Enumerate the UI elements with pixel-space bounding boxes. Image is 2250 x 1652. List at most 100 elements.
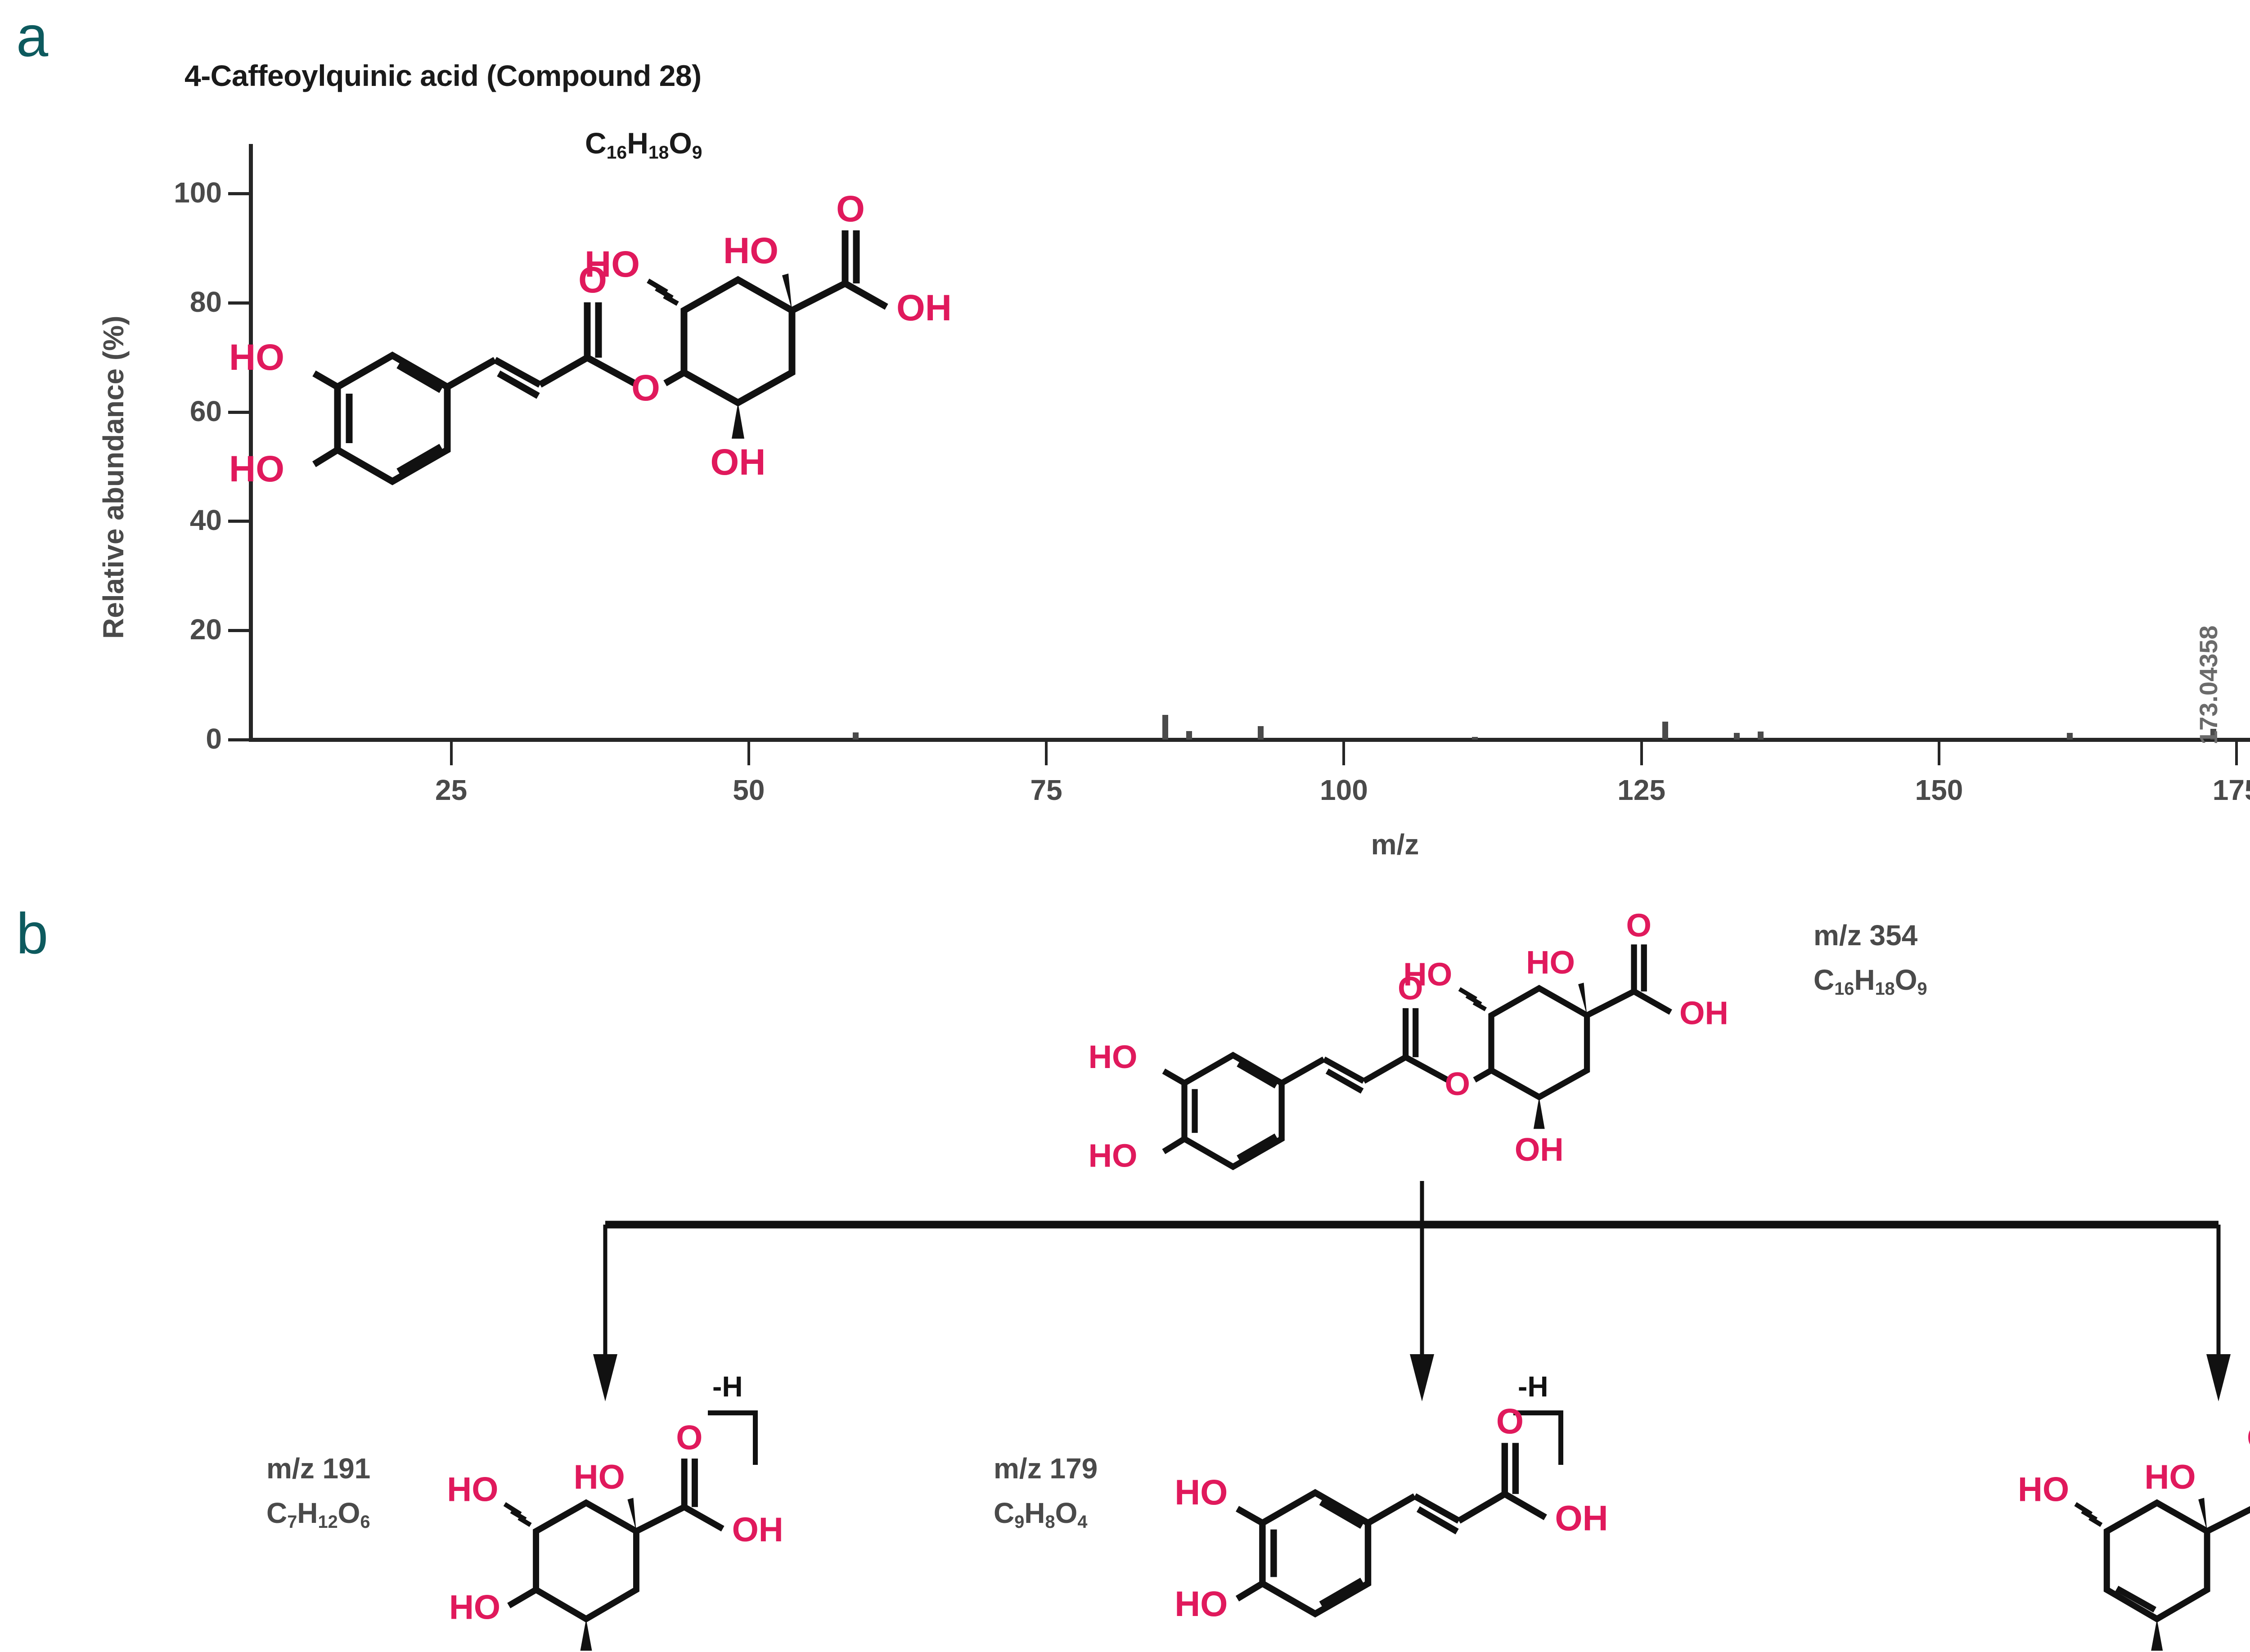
x-tick — [1045, 742, 1048, 765]
spectrum-peak — [2067, 733, 2073, 740]
fragment-mz-191: m/z 191 — [266, 1452, 371, 1485]
molecule-4-caffeoylquinic-acid: HO HO O O HO HO O OH O — [229, 189, 952, 489]
atom-HO: HO — [229, 449, 284, 489]
atom-HO: HO — [574, 1458, 625, 1496]
atom-HO: HO — [449, 1589, 500, 1627]
arrowhead-right — [2206, 1354, 2231, 1401]
minus-h-179: -H — [1518, 1370, 1548, 1403]
arrowhead-middle — [1410, 1354, 1434, 1401]
atom-OH: OH — [1515, 1131, 1564, 1168]
x-tick — [450, 742, 453, 765]
panel-label-b: b — [16, 902, 49, 966]
x-tick-label: 100 — [1320, 774, 1368, 806]
y-axis-title: Relative abundance (%) — [97, 315, 130, 639]
x-tick — [747, 742, 750, 765]
charge-bracket-179 — [1513, 1410, 1563, 1465]
atom-HO: HO — [585, 244, 640, 285]
spectrum-peak — [1757, 731, 1764, 740]
fragment-label-179: m/z 179 C9H8O4 — [994, 1446, 1098, 1536]
minus-h-191: -H — [712, 1370, 743, 1403]
charge-bracket-191 — [708, 1410, 758, 1465]
y-tick — [228, 738, 249, 741]
atom-OH: OH — [711, 442, 766, 483]
y-tick — [228, 629, 249, 633]
atom-HO: HO — [1089, 1137, 1138, 1174]
spectrum-formula: C16H18O9 — [585, 126, 702, 163]
atom-O: O — [676, 1419, 702, 1457]
y-tick — [228, 192, 249, 195]
atom-HO: HO — [229, 337, 284, 378]
parent-label: m/z 354 C16H18O9 — [1814, 913, 1927, 1003]
x-tick-label: 25 — [435, 774, 468, 806]
x-tick-label: 125 — [1617, 774, 1666, 806]
fragment-formula-179: C9H8O4 — [994, 1497, 1088, 1532]
atom-HO: HO — [1526, 944, 1575, 981]
fragmentation-arrows — [593, 1181, 2231, 1401]
atom-HO: HO — [2018, 1471, 2069, 1509]
atom-OH: OH — [732, 1511, 783, 1549]
spectrum-peak — [1186, 731, 1192, 740]
spectrum-peak — [2210, 728, 2216, 740]
x-tick-label: 150 — [1915, 774, 1963, 806]
hash-wedge-HO — [503, 1502, 532, 1527]
peak-label: 173.04358 — [2194, 625, 2223, 745]
mass-spectrum-chart: 4-Caffeoylquinic acid (Compound 28) C16H… — [97, 59, 2250, 861]
atom-O: O — [1496, 1401, 1524, 1441]
hash-wedge-HO — [1458, 987, 1487, 1011]
x-tick-label: 50 — [733, 774, 765, 806]
atom-O: O — [1626, 907, 1651, 943]
y-tick — [228, 301, 249, 305]
atom-O: O — [631, 368, 660, 409]
spectrum-title: 4-Caffeoylquinic acid (Compound 28) — [184, 59, 702, 92]
fragmentation-scheme: HO HO O O HO HO O OH OH m/z 354 C16H18O9 — [0, 882, 2250, 1652]
y-tick-label: 0 — [206, 723, 222, 755]
spectrum-peak — [853, 732, 859, 740]
spectrum-peak — [1662, 721, 1669, 740]
y-tick-label: 60 — [189, 395, 222, 427]
atom-O: O — [836, 189, 865, 229]
atom-HO: HO — [447, 1471, 498, 1509]
spectrum-peak — [1257, 726, 1264, 740]
molecule-parent-4-caffeoylquinic-acid: HO HO O O HO HO O OH OH — [1089, 907, 1728, 1174]
atom-O: O — [1444, 1066, 1470, 1102]
x-tick — [1640, 742, 1643, 765]
y-tick — [228, 520, 249, 523]
y-tick-label: 20 — [189, 613, 222, 646]
atom-HO: HO — [1403, 956, 1452, 992]
y-tick-label: 80 — [189, 285, 222, 318]
y-tick-label: 100 — [174, 176, 222, 209]
atom-O: O — [1398, 970, 1423, 1006]
hash-wedge-HO — [647, 278, 679, 306]
spectrum-peak — [1472, 736, 1478, 740]
x-tick — [2235, 742, 2238, 765]
spectrum-peak — [1733, 733, 1740, 740]
fragment-formula-191: C7H12O6 — [266, 1497, 370, 1532]
atom-HO: HO — [1174, 1584, 1228, 1624]
x-axis-title: m/z — [1371, 828, 1419, 861]
atom-OH: OH — [1555, 1499, 1608, 1538]
arrowhead-left — [593, 1354, 617, 1401]
x-axis-line — [249, 738, 2250, 742]
molecule-quinic-acid: HO HO O OH HO OH — [447, 1419, 783, 1651]
atom-OH: OH — [1679, 995, 1728, 1031]
y-tick-label: 40 — [189, 504, 222, 537]
atom-O: O — [578, 260, 607, 301]
molecule-caffeic-acid: HO HO O OH — [1174, 1401, 1608, 1624]
spectrum-peak — [1162, 715, 1169, 740]
x-tick-label: 175 — [2212, 774, 2250, 806]
parent-mz: m/z 354 — [1814, 919, 1918, 952]
x-tick — [1937, 742, 1940, 765]
atom-O: O — [2247, 1419, 2250, 1457]
atom-HO: HO — [1174, 1472, 1228, 1512]
fragment-mz-179: m/z 179 — [994, 1452, 1098, 1485]
parent-formula: C16H18O9 — [1814, 964, 1927, 999]
panel-label-a: a — [16, 4, 49, 69]
hash-wedge-HO — [2074, 1502, 2103, 1527]
x-tick-label: 75 — [1030, 774, 1062, 806]
x-tick — [1342, 742, 1346, 765]
atom-HO: HO — [2144, 1458, 2196, 1496]
molecule-dehydroquinic-acid: HO HO O OH OH — [2018, 1419, 2250, 1651]
fragment-label-191: m/z 191 C7H12O6 — [266, 1446, 370, 1536]
atom-HO: HO — [1089, 1039, 1138, 1075]
y-tick — [228, 410, 249, 414]
